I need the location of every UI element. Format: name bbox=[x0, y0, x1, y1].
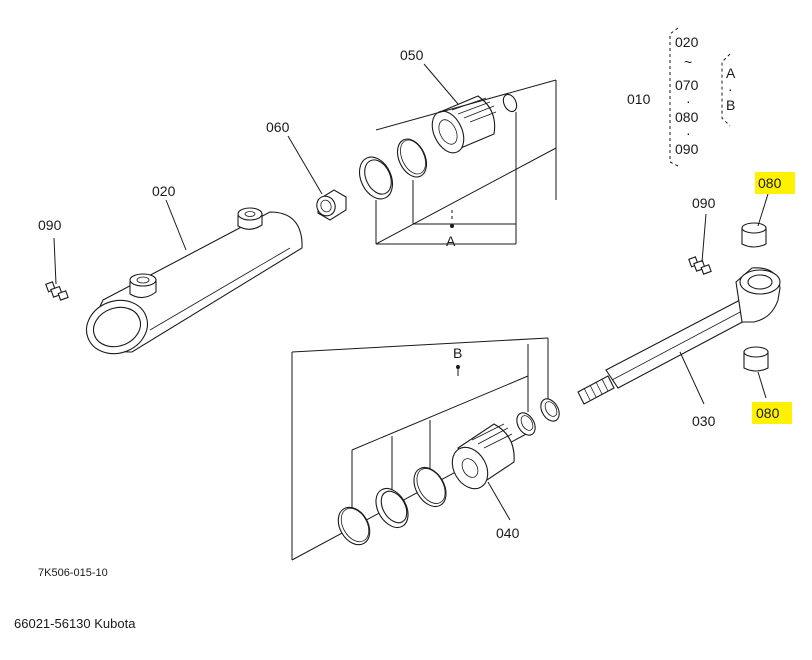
legend-item-6: 090 bbox=[675, 141, 699, 157]
part-060-nut bbox=[316, 189, 347, 221]
legend-item-1: ~ bbox=[684, 54, 692, 70]
part-label-020: 020 bbox=[152, 183, 176, 199]
part-080-bushing-bottom bbox=[743, 346, 769, 372]
part-030-piston-rod bbox=[577, 267, 781, 405]
legend-item-3: · bbox=[686, 93, 691, 109]
legend-item-4: 080 bbox=[675, 109, 699, 125]
group-legend: 010 020 ~ 070 · 080 · 090 A · B bbox=[627, 27, 736, 167]
part-label-080-top: 080 bbox=[758, 175, 782, 191]
legend-kit-2: B bbox=[726, 97, 735, 113]
legend-kit-1: · bbox=[728, 81, 733, 97]
part-020-cylinder-tube bbox=[85, 207, 303, 355]
leader-lines bbox=[53, 63, 769, 521]
drawing-code: 7K506-015-10 bbox=[38, 567, 108, 579]
part-label-080-bottom: 080 bbox=[756, 405, 780, 421]
part-label-090-left: 090 bbox=[38, 217, 62, 233]
footer-caption: 66021-56130 Kubota bbox=[14, 616, 136, 631]
part-label-010: 010 bbox=[627, 91, 651, 107]
part-label-040: 040 bbox=[496, 525, 520, 541]
part-label-090-right: 090 bbox=[692, 195, 716, 211]
part-label-050: 050 bbox=[400, 47, 424, 63]
part-label-060: 060 bbox=[266, 119, 290, 135]
part-label-030: 030 bbox=[692, 413, 716, 429]
highlight-080-top bbox=[755, 172, 795, 194]
legend-item-0: 020 bbox=[675, 34, 699, 50]
part-090-grease-nipple-right bbox=[688, 256, 712, 275]
highlight-080-bottom bbox=[752, 402, 792, 424]
part-080-bushing-top bbox=[741, 222, 767, 248]
part-040-piston-group bbox=[337, 398, 560, 546]
kit-label-b: B bbox=[453, 345, 462, 361]
legend-item-2: 070 bbox=[675, 77, 699, 93]
legend-kit-0: A bbox=[726, 65, 736, 81]
kit-label-a: A bbox=[446, 233, 456, 249]
kit-a-bracket bbox=[375, 79, 557, 245]
legend-item-5: · bbox=[686, 125, 691, 141]
part-090-grease-nipple-left bbox=[45, 281, 69, 301]
part-050-cylinder-head-group bbox=[358, 93, 518, 200]
